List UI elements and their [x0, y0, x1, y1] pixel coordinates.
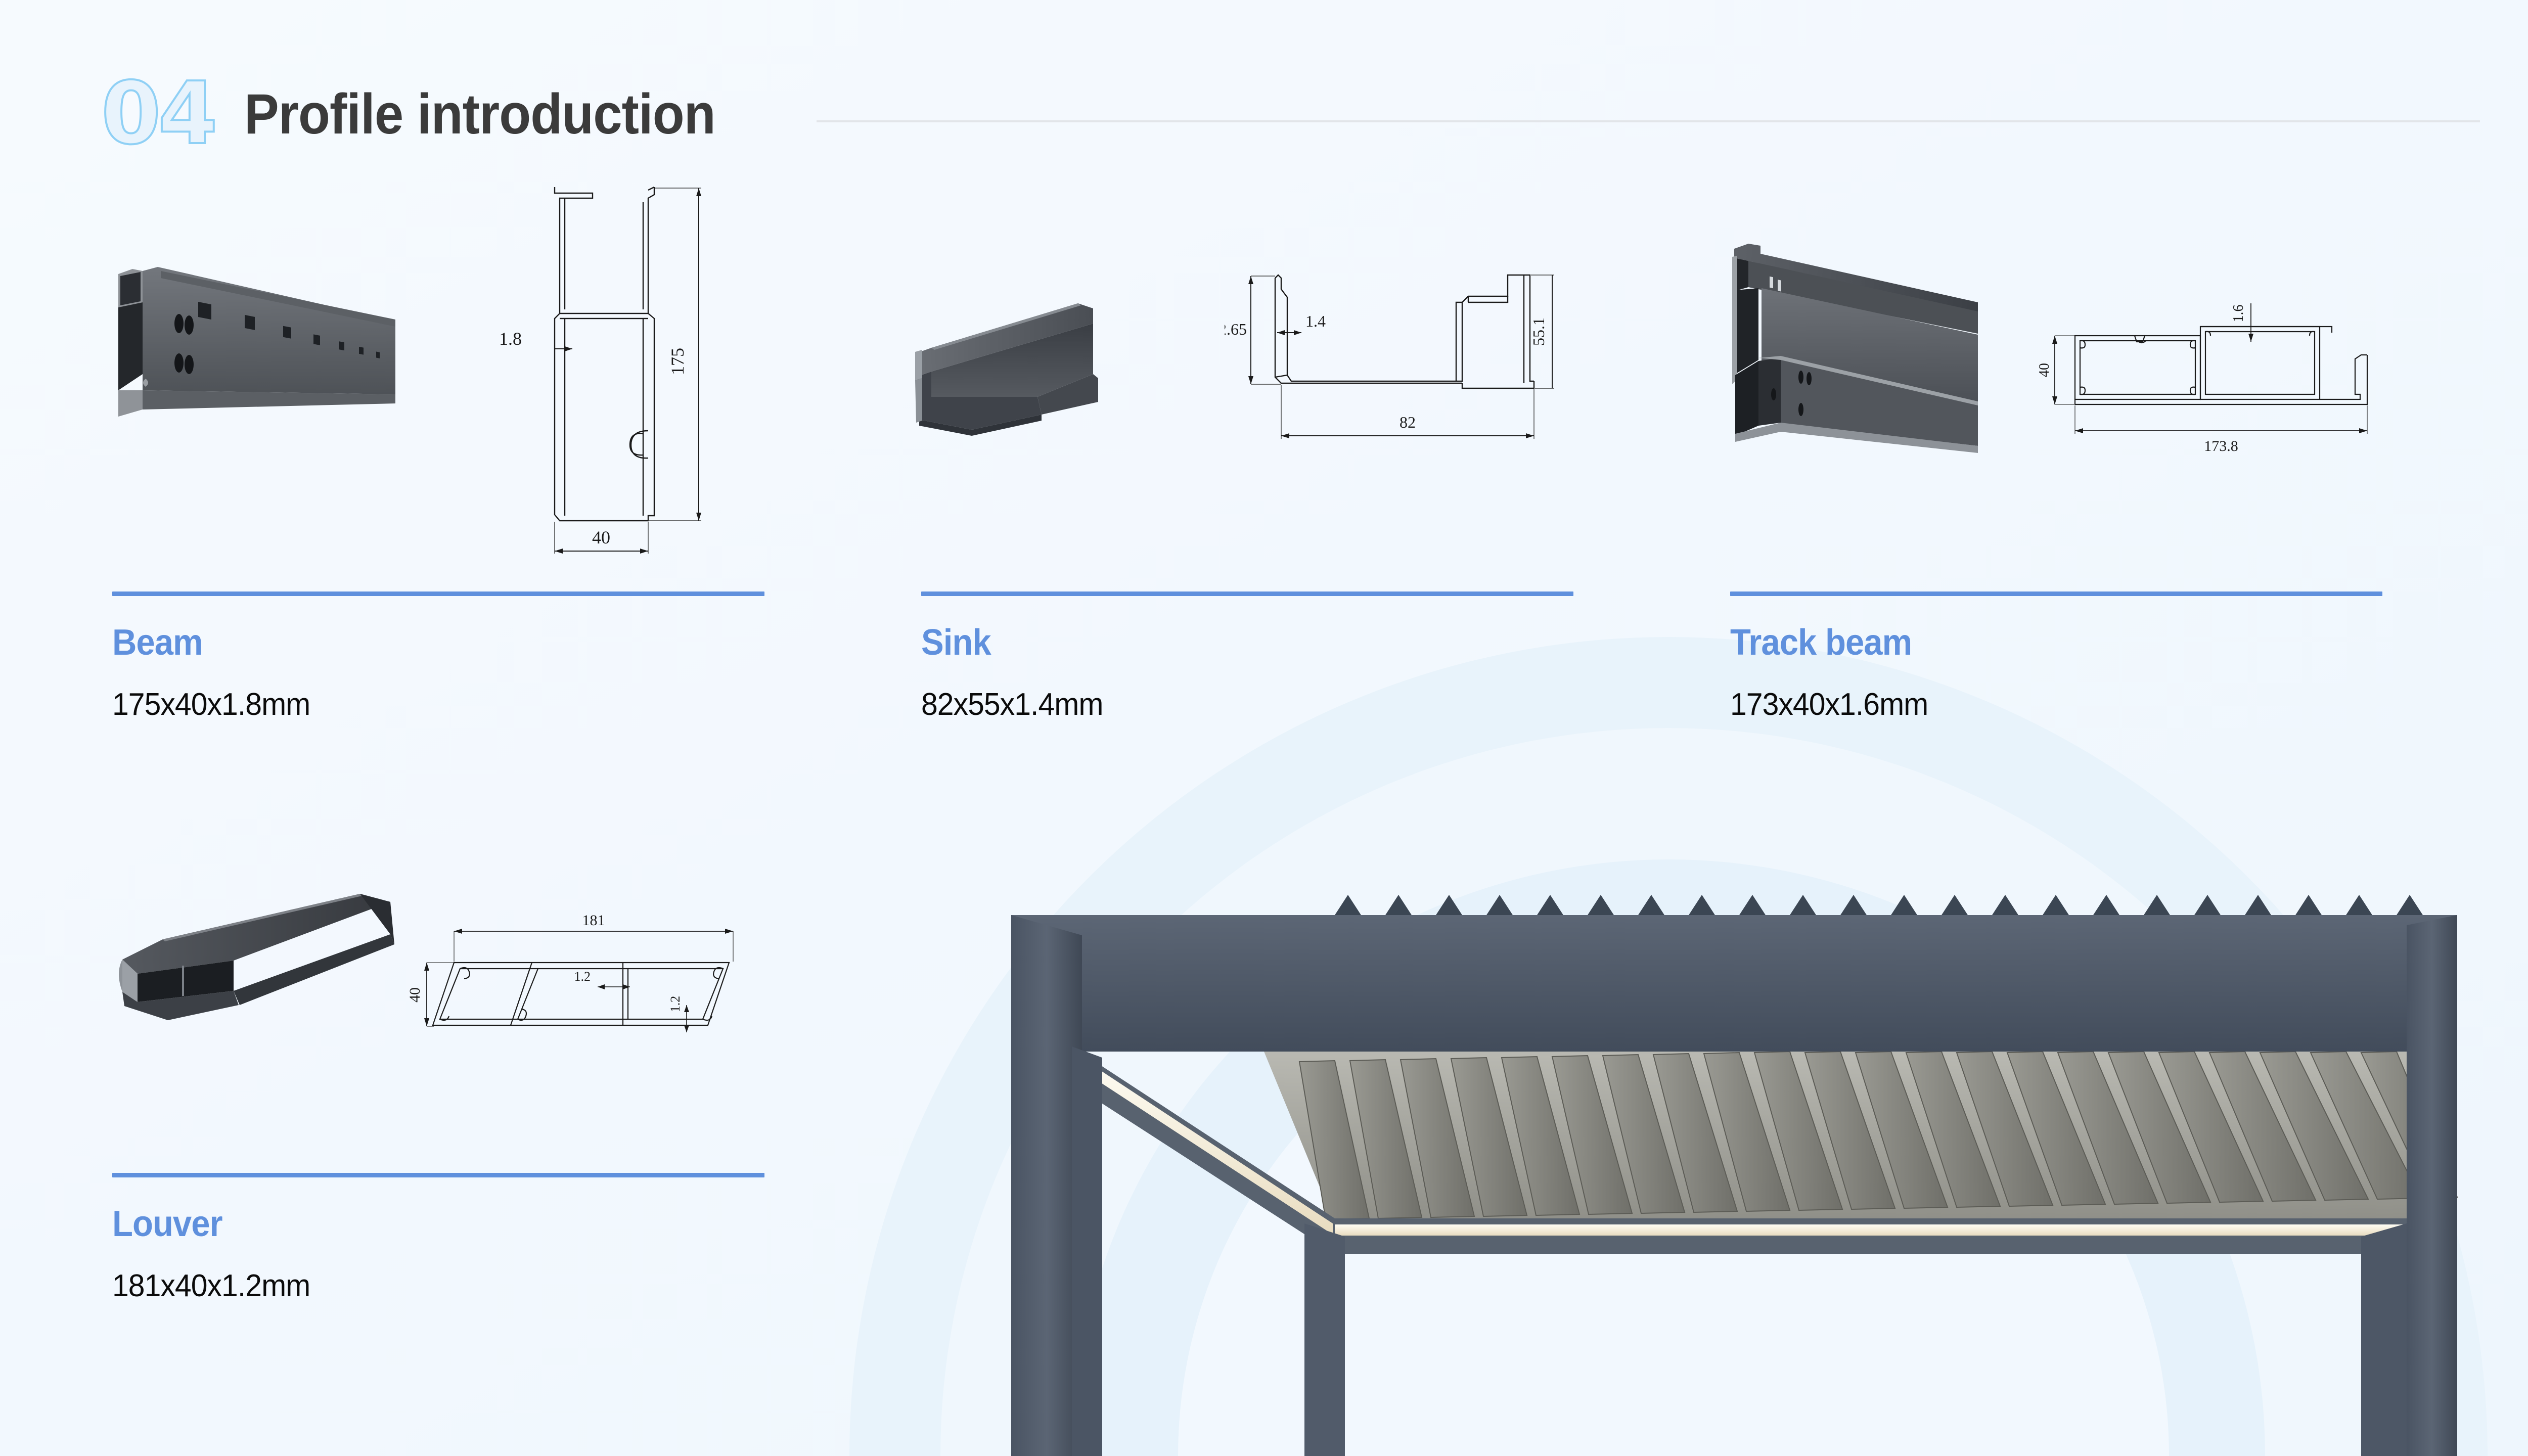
header-divider: [817, 120, 2480, 122]
louver-cross-section-drawing: 181 40 1.2 1.2: [407, 912, 759, 1032]
product-card-louver: 181 40 1.2 1.2: [112, 839, 764, 1302]
page-title: Profile introduction: [244, 82, 716, 146]
beam-3d-render: [118, 267, 395, 417]
product-card-beam: 1.8 175 40 Beam 175x40x1.8mm: [112, 167, 764, 720]
product-title: Louver: [112, 1204, 223, 1244]
product-title: Sink: [921, 622, 991, 663]
product-title: Beam: [112, 622, 203, 663]
louver-3d-render: [119, 894, 394, 1020]
sink-cross-section-drawing: 42.65 1.4 55.1 82: [1225, 258, 1568, 470]
sink-3d-render: [915, 303, 1098, 436]
dim-label-width: 82: [1400, 413, 1416, 431]
card-divider: [112, 592, 764, 596]
track-beam-3d-render: [1732, 244, 1978, 453]
card-divider: [921, 592, 1573, 596]
dim-label-height: 175: [667, 348, 688, 375]
product-title: Track beam: [1730, 622, 1912, 663]
dim-label-thickness: 1.4: [1305, 312, 1326, 330]
dim-label-height-right: 55.1: [1529, 317, 1548, 346]
dim-label-thickness: 1.6: [2231, 305, 2246, 323]
dim-label-height: 40: [407, 987, 423, 1003]
dim-label-width: 40: [592, 527, 610, 548]
dim-label-height: 40: [2037, 363, 2052, 377]
section-number: 04: [100, 64, 219, 164]
product-spec: 181x40x1.2mm: [112, 1268, 310, 1303]
product-spec: 173x40x1.6mm: [1730, 687, 1928, 722]
product-card-sink: 42.65 1.4 55.1 82: [915, 167, 1573, 722]
dim-label-thickness: 1.8: [499, 329, 522, 349]
dim-label-thickness-h: 1.2: [574, 969, 591, 984]
card-divider: [1730, 592, 2382, 596]
product-spec: 175x40x1.8mm: [112, 687, 310, 722]
dim-label-thickness-v: 1.2: [668, 996, 683, 1013]
beam-cross-section-drawing: 1.8 175 40: [499, 167, 701, 554]
track-beam-cross-section-drawing: 1.6 40 173.8: [2037, 283, 2377, 454]
product-spec: 82x55x1.4mm: [921, 687, 1103, 722]
dim-label-width: 173.8: [2204, 438, 2238, 454]
section-header: 04 Profile introduction: [100, 64, 756, 164]
pergola-render: [1011, 895, 2458, 1456]
card-divider: [112, 1173, 764, 1177]
dim-label-height-left: 42.65: [1225, 320, 1247, 338]
dim-label-width: 181: [582, 912, 605, 929]
product-card-track-beam: 1.6 40 173.8 Track beam 173x40x1.6mm: [1730, 167, 2382, 720]
